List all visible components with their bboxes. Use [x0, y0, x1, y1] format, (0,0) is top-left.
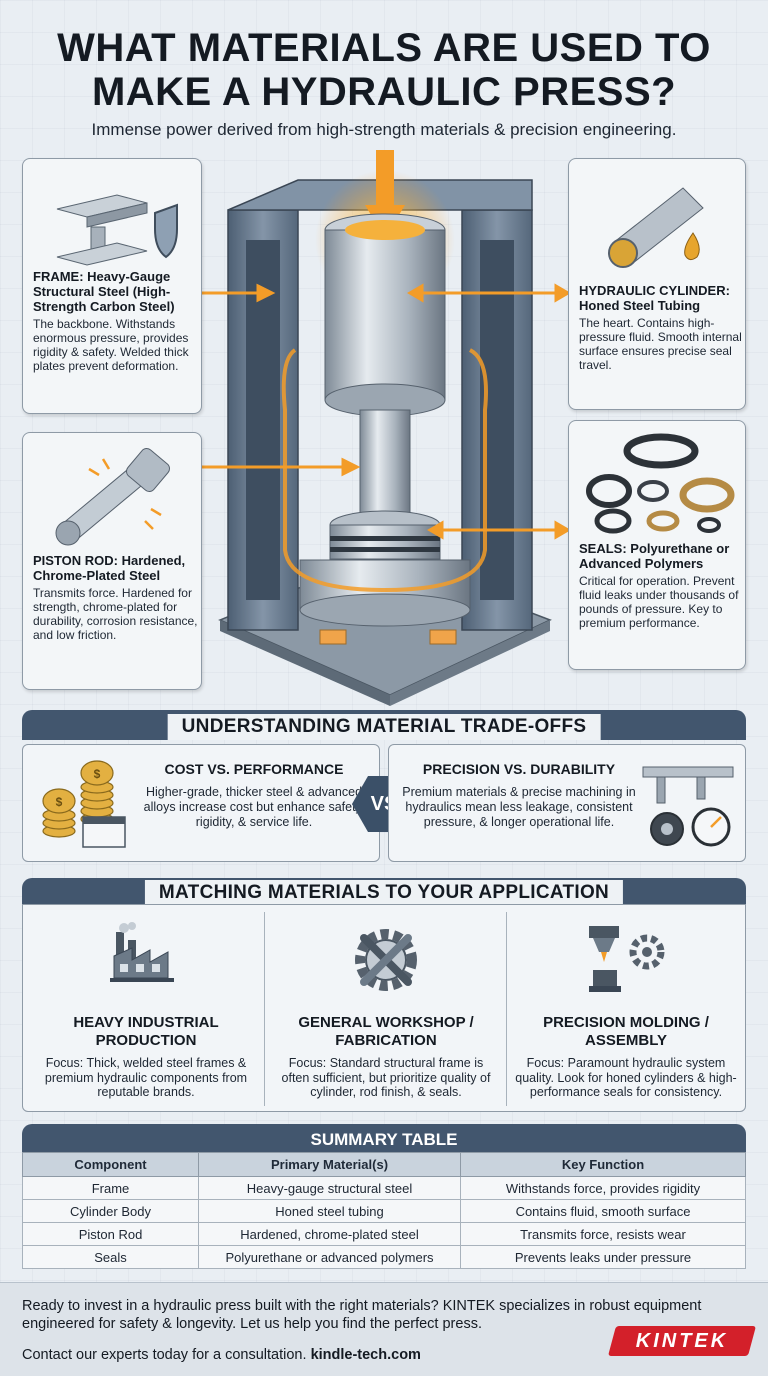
- table-row: Cylinder Body Honed steel tubing Contain…: [22, 1199, 746, 1223]
- table-cell: Piston Rod: [22, 1222, 199, 1246]
- piston-rod: [359, 409, 411, 521]
- summary-header-band: [22, 1124, 746, 1154]
- seals-title: SEALS: Polyurethane or Advanced Polymers: [579, 541, 730, 571]
- cost-performance-panel: $ $ COST VS. PERFORMANCE Higher-grade, t…: [22, 744, 380, 862]
- general-workshop-title: GENERAL WORKSHOP / FABRICATION: [298, 1014, 474, 1049]
- footer-contact: Contact our experts today for a consulta…: [22, 1347, 421, 1363]
- heavy-industrial-text: Focus: Thick, welded steel frames & prem…: [44, 1056, 248, 1099]
- callout-arrows: [202, 283, 571, 540]
- precision-molding-title: PRECISION MOLDING / ASSEMBLY: [543, 1014, 709, 1049]
- table-cell: Contains fluid, smooth surface: [460, 1199, 746, 1223]
- table-row: Frame Heavy-gauge structural steel Withs…: [22, 1176, 746, 1200]
- table-row: Piston Rod Hardened, chrome-plated steel…: [22, 1222, 746, 1246]
- piston-rod-card: PISTON ROD: Hardened, Chrome-Plated Stee…: [22, 432, 202, 690]
- column-header: Primary Material(s): [198, 1152, 461, 1177]
- hydraulic-press-illustration: [218, 150, 552, 706]
- coins-calendar-icon: $ $: [42, 760, 126, 848]
- precision-durability-panel: PRECISION VS. DURABILITY Premium materia…: [388, 744, 746, 862]
- table-cell: Heavy-gauge structural steel: [198, 1176, 461, 1200]
- frame-card: FRAME: Heavy-Gauge Structural Steel (Hig…: [22, 158, 202, 414]
- applications-divider-2: [506, 912, 507, 1106]
- svg-text:$: $: [94, 767, 101, 781]
- svg-text:$: $: [56, 795, 63, 809]
- cylinder-title: HYDRAULIC CYLINDER: Honed Steel Tubing: [579, 283, 730, 313]
- seals-description: Critical for operation. Prevent fluid le…: [579, 574, 739, 630]
- steel-tube-icon: [608, 187, 704, 268]
- frame-title: FRAME: Heavy-Gauge Structural Steel (Hig…: [33, 269, 175, 314]
- cylinder-description: The heart. Contains high-pressure fluid.…: [579, 316, 742, 372]
- gear-wrench-icon: [355, 929, 417, 991]
- logo-text: KINTEK: [635, 1330, 729, 1352]
- summary-table-header-row: Component Primary Material(s) Key Functi…: [22, 1152, 746, 1177]
- seals-card: SEALS: Polyurethane or Advanced Polymers…: [568, 420, 746, 670]
- page-subtitle: Immense power derived from high-strength…: [91, 120, 677, 139]
- table-cell: Honed steel tubing: [198, 1199, 461, 1223]
- table-cell: Transmits force, resists wear: [460, 1222, 746, 1246]
- steel-beam-icon: [56, 194, 178, 266]
- page-title: WHAT MATERIALS ARE USED TO MAKE A HYDRAU…: [57, 26, 711, 114]
- table-cell: Hardened, chrome-plated steel: [198, 1222, 461, 1246]
- application-general-workshop: GENERAL WORKSHOP / FABRICATION Focus: St…: [276, 908, 496, 1110]
- factory-icon: [110, 922, 174, 982]
- piston-rod-title: PISTON ROD: Hardened, Chrome-Plated Stee…: [33, 553, 186, 583]
- column-header: Key Function: [460, 1152, 746, 1177]
- contact-prefix: Contact our experts today for a consulta…: [22, 1347, 307, 1363]
- table-cell: Seals: [22, 1245, 199, 1269]
- application-precision-molding: PRECISION MOLDING / ASSEMBLY Focus: Para…: [512, 908, 740, 1110]
- cylinder-body: [324, 229, 446, 401]
- kintek-logo[interactable]: KINTEK: [607, 1326, 757, 1356]
- caliper-gauge-icon: [642, 766, 734, 847]
- applications-heading: MATCHING MATERIALS TO YOUR APPLICATION: [144, 880, 624, 906]
- piston-rod-icon: [55, 448, 170, 546]
- general-workshop-text: Focus: Standard structural frame is ofte…: [281, 1056, 491, 1099]
- table-row: Seals Polyurethane or advanced polymers …: [22, 1245, 746, 1269]
- summary-heading: SUMMARY TABLE: [310, 1130, 458, 1149]
- contact-link[interactable]: kindle-tech.com: [310, 1347, 421, 1363]
- table-cell: Withstands force, provides rigidity: [460, 1176, 746, 1200]
- precision-durability-title: PRECISION VS. DURABILITY: [422, 761, 616, 777]
- footer-text: Ready to invest in a hydraulic press bui…: [22, 1298, 702, 1332]
- column-header: Component: [22, 1152, 199, 1177]
- heavy-industrial-title: HEAVY INDUSTRIAL PRODUCTION: [73, 1014, 219, 1049]
- tradeoffs-heading: UNDERSTANDING MATERIAL TRADE-OFFS: [167, 714, 601, 740]
- table-cell: Cylinder Body: [22, 1199, 199, 1223]
- seal-rings-icon: [586, 433, 735, 534]
- table-cell: Prevents leaks under pressure: [460, 1245, 746, 1269]
- summary-table: Component Primary Material(s) Key Functi…: [22, 1152, 746, 1269]
- piston-rod-description: Transmits force. Hardened for strength, …: [33, 586, 198, 642]
- cost-performance-text: Higher-grade, thicker steel & advanced a…: [143, 785, 365, 829]
- cost-performance-title: COST VS. PERFORMANCE: [164, 761, 344, 777]
- cylinder-card: HYDRAULIC CYLINDER: Honed Steel Tubing T…: [568, 158, 746, 410]
- applications-divider-1: [264, 912, 265, 1106]
- precision-tool-icon: [589, 926, 665, 992]
- precision-molding-text: Focus: Paramount hydraulic system qualit…: [515, 1056, 737, 1099]
- table-cell: Polyurethane or advanced polymers: [198, 1245, 461, 1269]
- frame-description: The backbone. Withstands enormous pressu…: [33, 317, 189, 373]
- table-cell: Frame: [22, 1176, 199, 1200]
- application-heavy-industrial: HEAVY INDUSTRIAL PRODUCTION Focus: Thick…: [34, 908, 258, 1110]
- precision-durability-text: Premium materials & precise machining in…: [402, 785, 636, 829]
